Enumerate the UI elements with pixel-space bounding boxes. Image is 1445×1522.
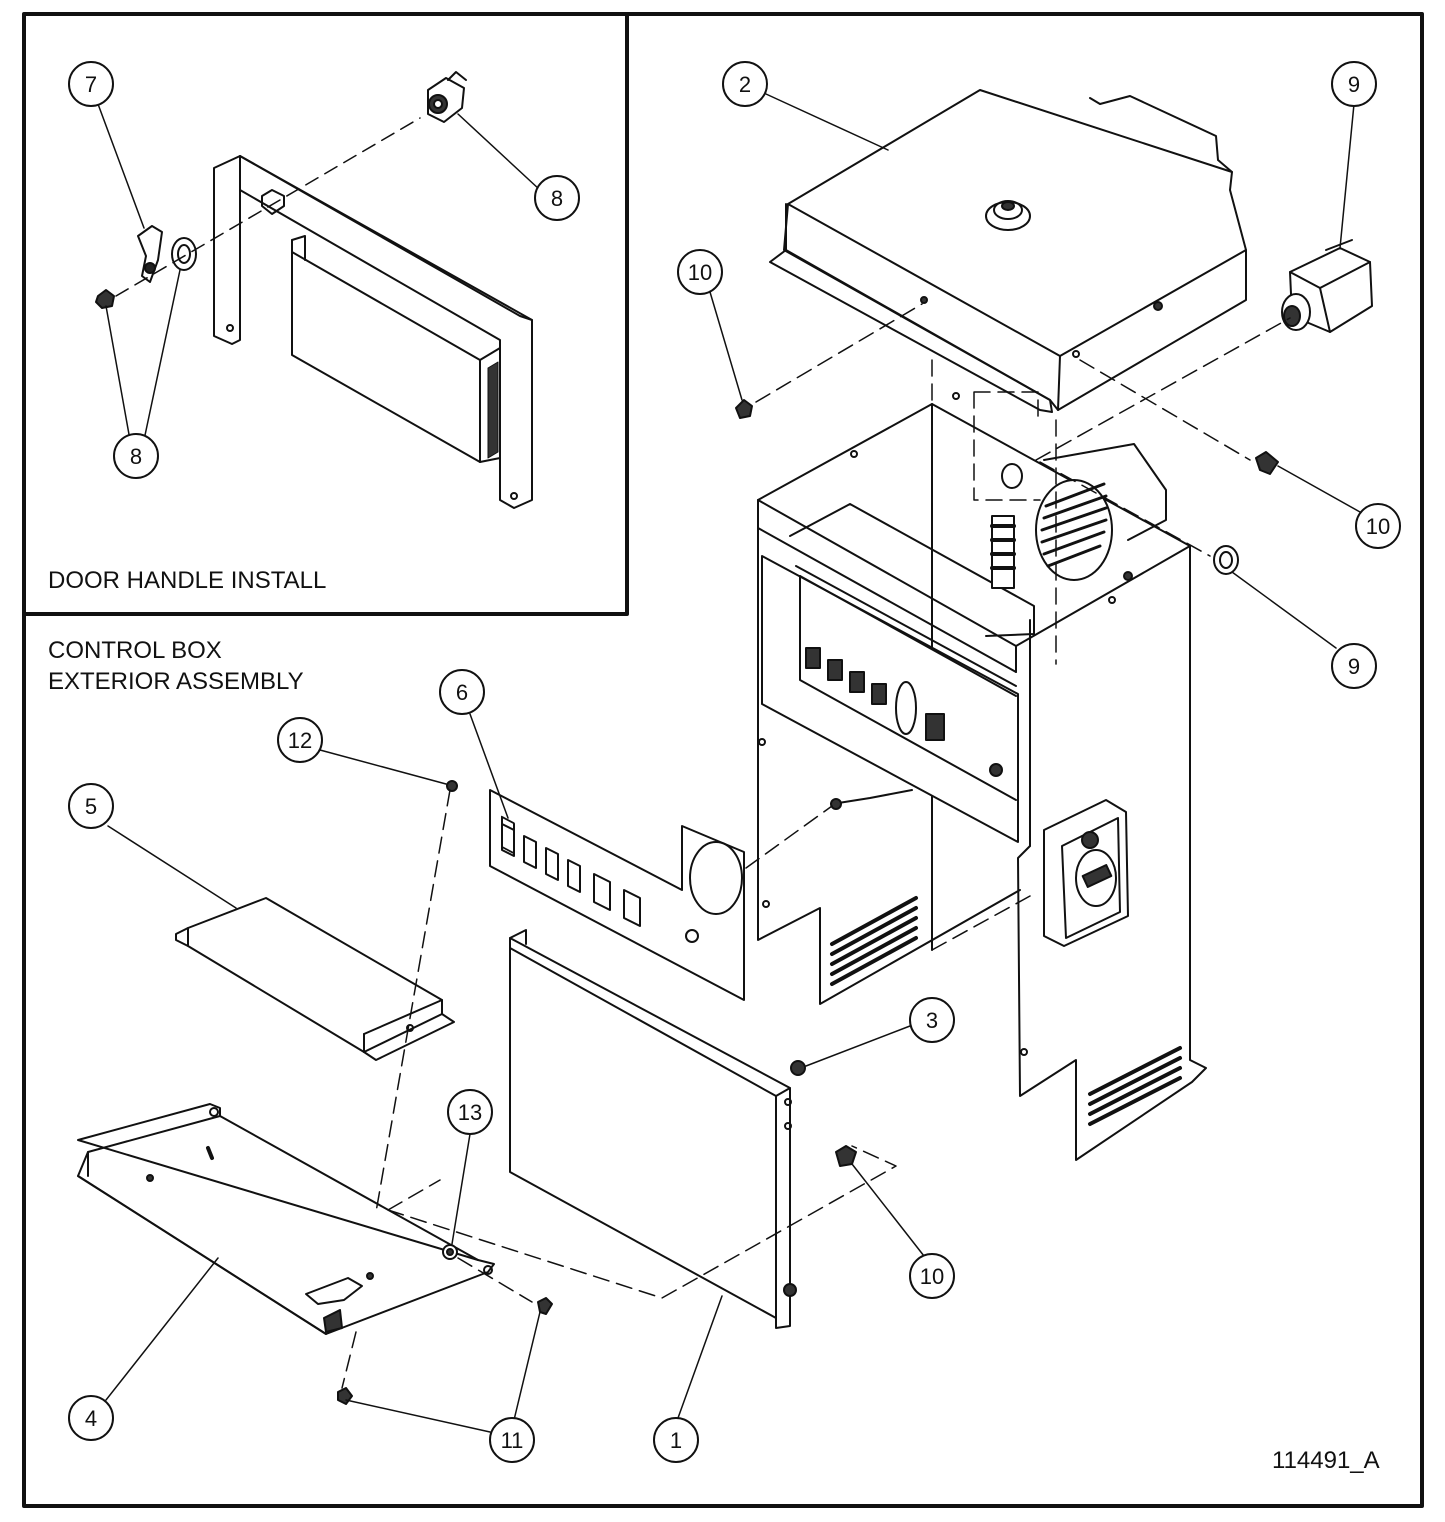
screw-11-right [537,1297,553,1315]
drawing-border [22,12,1424,1508]
callout-2-text: 2 [739,72,751,97]
main-title-line2: EXTERIOR ASSEMBLY [48,668,304,695]
top-cover [769,89,1247,413]
callout-7-text: 7 [85,72,97,97]
power-receptacle [1043,799,1129,947]
callout-7: 7 [68,61,114,107]
vent-grille-fan [1035,479,1113,581]
callout-8-hardware-text: 8 [130,444,142,469]
callout-10-top: 10 [677,249,723,295]
callout-10-lower: 10 [909,1253,955,1299]
leader-lines [97,93,1361,1433]
callout-11-text: 11 [501,1428,524,1453]
inset-nut [171,237,197,271]
bracket-shelf [175,897,455,1061]
screw-10-left [735,399,753,419]
callout-13-text: 13 [458,1100,482,1125]
callout-9-relay: 9 [1331,61,1377,107]
front-door [509,929,797,1329]
callout-6: 6 [439,669,485,715]
screw-10-right [1255,451,1279,475]
callout-9-nut: 9 [1331,643,1377,689]
inset-dashes [115,117,421,297]
callout-2: 2 [722,61,768,107]
enclosure-body [757,392,1207,1161]
callout-5-text: 5 [85,794,97,819]
callout-8-knob-text: 8 [551,186,563,211]
callout-13: 13 [447,1089,493,1135]
callout-8-hardware: 8 [113,433,159,479]
callout-1-text: 1 [670,1428,682,1453]
callout-10-top-text: 10 [688,260,712,285]
callout-4-text: 4 [85,1406,97,1431]
callout-10-right-text: 10 [1366,514,1390,539]
inset-handle-knob [427,71,467,123]
inset-title: DOOR HANDLE INSTALL [48,567,327,594]
main-title-line1: CONTROL BOX [48,637,222,664]
drawing-number: 114491_A [1272,1447,1380,1474]
nut-3 [790,1060,806,1076]
callout-3-text: 3 [926,1008,938,1033]
callout-12-text: 12 [288,728,312,753]
callout-1: 1 [653,1417,699,1463]
inset-door-panel [213,155,533,509]
callout-4: 4 [68,1395,114,1441]
inset-latch [137,225,163,283]
assembly-lines [341,303,1291,1389]
callout-10-lower-text: 10 [920,1264,944,1289]
nut-13 [442,1244,458,1260]
inset-screw [95,289,115,309]
callout-9-relay-text: 9 [1348,72,1360,97]
callout-11: 11 [489,1417,535,1463]
relay-module [1281,239,1373,333]
callout-12: 12 [277,717,323,763]
relay-nut [1213,545,1239,575]
nut-12 [446,780,458,792]
switch-label-plate [489,789,745,1001]
terminal-block [990,515,1016,589]
vent-grille-right [1088,1046,1182,1126]
bottom-tray [77,1103,495,1335]
callout-6-text: 6 [456,680,468,705]
callout-9-nut-text: 9 [1348,654,1360,679]
callout-5: 5 [68,783,114,829]
callout-3: 3 [909,997,955,1043]
vent-grille-left [830,896,918,986]
callout-8-knob: 8 [534,175,580,221]
switch-bank [805,647,945,741]
screw-10-lower [835,1145,857,1167]
inset-border [22,12,629,616]
callout-10-right: 10 [1355,503,1401,549]
